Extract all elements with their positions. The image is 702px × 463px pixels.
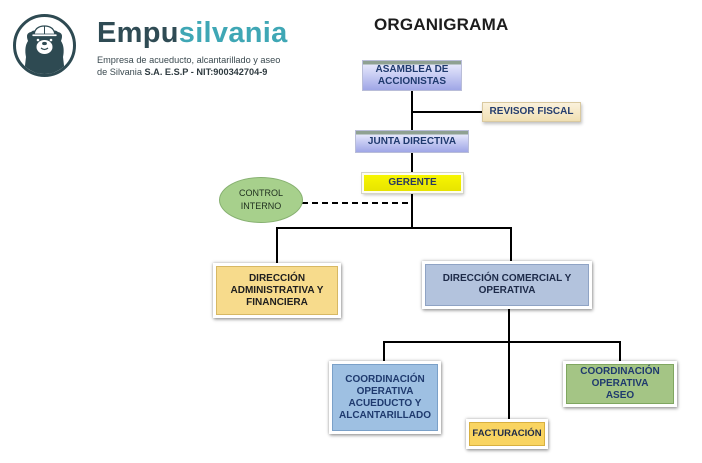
node-dir-comercial-line-2: OPERATIVA [478,285,536,296]
node-dir-admin-line-3: FINANCIERA [246,296,308,308]
tagline-line-2-prefix: de Silvania [97,67,145,77]
node-dir-admin-line-1: DIRECCIÓN [248,272,306,284]
logo-bear-icon [13,14,76,77]
node-gerente-label: GERENTE [388,177,437,188]
page-title: ORGANIGRAMA [374,15,509,34]
node-gerente: GERENTE [361,172,464,194]
node-asamblea-line-2: ACCIONISTAS [377,75,447,87]
node-facturacion-label: FACTURACIÓN [472,428,542,439]
node-coord-aseo-line-2: OPERATIVA [591,378,649,389]
brand-name-part1: Empu [97,17,179,49]
node-coord-aseo-line-1: COORDINACIÓN [580,366,660,377]
node-dir-comercial-line-1: DIRECCIÓN COMERCIAL Y [442,273,572,284]
node-control-interno: CONTROL INTERNO [219,177,303,223]
node-coord-aseo-line-3: ASEO [605,390,635,401]
node-dir-admin-line-2: ADMINISTRATIVA Y [230,284,324,296]
node-control-line-2: INTERNO [240,201,282,211]
brand-tagline: Empresa de acueducto, alcantarillado y a… [97,54,280,78]
node-coord-acueducto-line-4: ALCANTARILLADO [338,409,432,421]
line-branch-coordinations [383,341,621,362]
node-revisor-label: REVISOR FISCAL [489,106,574,117]
node-asamblea-line-1: ASAMBLEA DE [375,63,449,75]
node-revisor-fiscal: REVISOR FISCAL [482,102,581,122]
node-control-line-1: CONTROL [238,188,283,198]
node-coord-acueducto-line-3: ACUEDUCTO Y [348,397,422,409]
brand-name-part2: silvania [178,17,288,49]
node-coord-acueducto-line-2: OPERATIVA [356,385,414,397]
node-junta-directiva: JUNTA DIRECTIVA [355,130,469,153]
node-facturacion: FACTURACIÓN [466,419,548,449]
tagline-line-2: de Silvania S.A. E.S.P - NIT:900342704-9 [97,66,280,78]
brand-name: Empusilvania [97,17,288,49]
tagline-line-1: Empresa de acueducto, alcantarillado y a… [97,55,281,65]
tagline-nit: S.A. E.S.P - NIT:900342704-9 [144,67,268,77]
node-junta-label: JUNTA DIRECTIVA [367,135,457,147]
node-coord-acueducto-line-1: COORDINACIÓN [345,373,425,385]
line-branch-directions [276,227,512,264]
